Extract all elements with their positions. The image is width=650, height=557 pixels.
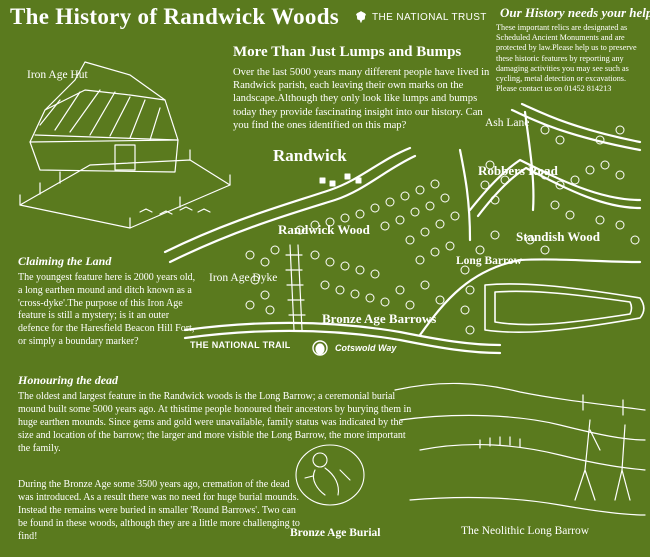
honouring-heading: Honouring the dead: [18, 373, 119, 387]
label-robbers-road: Robbers Road: [478, 163, 558, 178]
acorn-icon: [315, 343, 325, 355]
iron-age-dyke-marks: [285, 244, 306, 331]
label-standish-wood: Standish Wood: [516, 229, 600, 244]
long-barrow-caption: The Neolithic Long Barrow: [461, 525, 590, 537]
national-trust-brand: THE NATIONAL TRUST: [354, 10, 487, 24]
label-iron-age-dyke: Iron Age Dyke: [209, 272, 278, 284]
intro-body: Over the last 5000 years many different …: [233, 67, 490, 131]
label-randwick-wood: Randwick Wood: [278, 222, 370, 237]
honouring-body-2: During the Bronze Age some 3500 years ag…: [18, 479, 300, 542]
woodland-trees: [245, 125, 640, 335]
claiming-heading: Claiming the Land: [18, 254, 112, 268]
label-cotswold-way: Cotswold Way: [335, 343, 397, 353]
label-national-trail: THE NATIONAL TRAIL: [190, 340, 291, 350]
bronze-age-burial-drawing: [295, 444, 365, 506]
label-ash-lane: Ash Lane: [485, 117, 530, 129]
intro-heading: More Than Just Lumps and Bumps: [233, 44, 462, 60]
roads: [163, 102, 642, 355]
help-body: These important relics are designated as…: [496, 23, 637, 94]
randwick-houses: [319, 173, 362, 187]
label-long-barrow: Long Barrow: [456, 255, 522, 267]
help-heading: Our History needs your help: [500, 5, 650, 20]
iron-age-hut-drawing: [19, 61, 231, 229]
hut-label: Iron Age Hut: [27, 69, 88, 81]
bronze-age-barrows: [312, 340, 328, 356]
claiming-body: The youngest feature here is 2000 years …: [18, 272, 196, 347]
page-title: The History of Randwick Woods: [10, 4, 340, 29]
brand-name: THE NATIONAL TRUST: [372, 11, 487, 23]
label-bronze-age-barrows: Bronze Age Barrows: [322, 311, 437, 326]
honouring-body-1: The oldest and largest feature in the Ra…: [18, 391, 412, 454]
burial-label: Bronze Age Burial: [290, 527, 381, 539]
label-randwick: Randwick: [273, 146, 347, 165]
oak-leaf-icon: [356, 11, 366, 23]
long-barrow-plan: [484, 283, 645, 334]
neolithic-long-barrow-drawing: [394, 382, 646, 516]
